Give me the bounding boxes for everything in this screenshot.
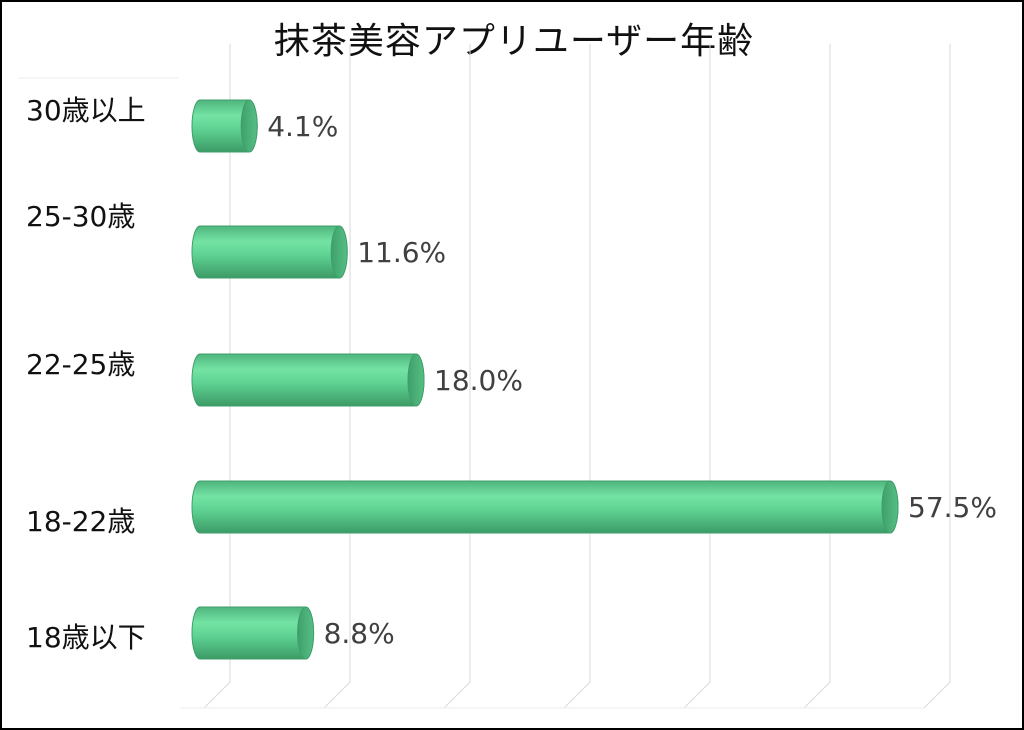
gridline-foot [923,681,951,709]
bar-body [191,606,315,660]
category-label: 25-30歳 [26,200,135,233]
category-label: 18歳以下 [26,621,146,654]
value-label: 11.6% [357,236,446,269]
bar-body [191,353,425,407]
bar-cap [330,225,348,279]
bar-body [191,480,899,534]
label-layer: 30歳以上 4.1% 25-30歳 11.6% 22-25歳 18.0% 18-22歳 57.… [26,94,997,654]
bar-2 [191,353,425,407]
bar-3 [191,480,899,534]
gridline-foot [443,681,471,709]
gridline-foot [323,681,351,709]
value-label: 18.0% [434,364,523,397]
gridline-foot [683,681,711,709]
category-label: 18-22歳 [26,505,135,538]
value-label: 4.1% [267,110,338,143]
bar-cap [881,480,899,534]
bar-1 [191,225,348,279]
category-label: 30歳以上 [26,94,146,127]
gridline-foot [563,681,591,709]
bar-body [191,225,348,279]
bar-layer [191,99,899,660]
gridline-foot [803,681,831,709]
gridline-foot [203,681,231,709]
value-label: 57.5% [908,491,997,524]
bar-cap [297,606,315,660]
chart-title: 抹茶美容アプリユーザー年齢 [273,21,755,62]
bar-0 [191,99,258,153]
value-label: 8.8% [324,617,395,650]
bar-cap [240,99,258,153]
bar-cap [407,353,425,407]
category-label: 22-25歳 [26,348,135,381]
bar-4 [191,606,315,660]
